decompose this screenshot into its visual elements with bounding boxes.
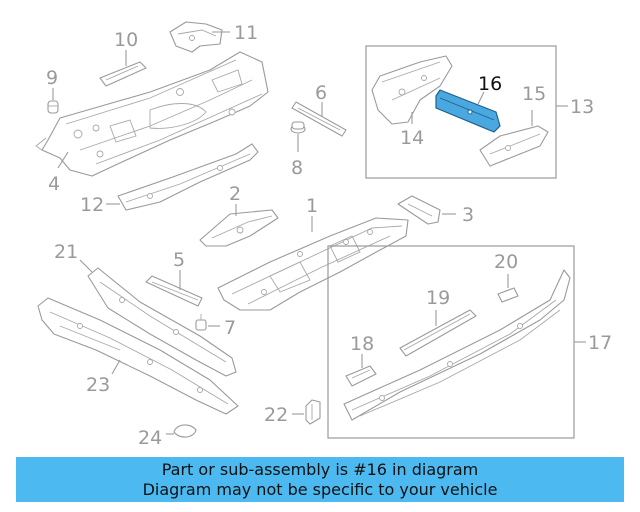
part-17-side-sill [343, 269, 571, 421]
label-5: 5 [173, 249, 185, 271]
part-21-rail [87, 267, 237, 377]
banner-line-2: Diagram may not be specific to your vehi… [142, 480, 498, 499]
leader-23 [111, 359, 121, 375]
part-8-grommet [290, 121, 306, 134]
part-15-bracket [479, 125, 549, 167]
label-20: 20 [494, 251, 518, 273]
part-7-bolt [195, 314, 207, 331]
label-13: 13 [570, 96, 594, 118]
label-2: 2 [229, 183, 241, 205]
part-18-bracket [345, 365, 377, 387]
part-10-bracket [99, 61, 147, 87]
banner-line-1: Part or sub-assembly is #16 in diagram [161, 460, 479, 479]
leader-4 [57, 151, 69, 169]
label-9: 9 [46, 67, 58, 89]
part-19-reinforcement [399, 309, 477, 357]
label-16: 16 [478, 73, 502, 95]
info-banner: Part or sub-assembly is #16 in diagram D… [16, 457, 624, 502]
part-14-rail [371, 55, 453, 125]
part-5-bracket [145, 275, 203, 307]
label-3: 3 [462, 204, 474, 226]
part-1-floor-pan [217, 217, 409, 311]
part-22-bracket [305, 399, 321, 425]
part-24-cap [173, 424, 197, 438]
label-6: 6 [315, 82, 327, 104]
parts-diagram: 4 10 11 9 6 8 12 13 [35, 21, 612, 449]
label-4: 4 [48, 173, 60, 195]
part-3-bracket [397, 195, 441, 225]
part-9-plug [47, 100, 59, 114]
label-7: 7 [224, 317, 236, 339]
label-19: 19 [426, 287, 450, 309]
label-1: 1 [306, 195, 318, 217]
label-18: 18 [350, 333, 374, 355]
label-15: 15 [522, 83, 546, 105]
label-23: 23 [86, 374, 110, 396]
leader-21 [79, 259, 93, 273]
label-11: 11 [234, 22, 258, 44]
part-13-box [365, 45, 557, 179]
label-8: 8 [291, 157, 303, 179]
part-4-rear-floor-pan [35, 51, 269, 177]
part-2-panel [199, 209, 279, 247]
label-22: 22 [264, 404, 288, 426]
label-14: 14 [400, 127, 424, 149]
part-11-bracket [169, 21, 223, 53]
label-10: 10 [114, 29, 138, 51]
part-23-sill [37, 297, 239, 415]
label-24: 24 [138, 427, 162, 449]
part-16-highlighted [435, 89, 501, 133]
label-12: 12 [80, 194, 104, 216]
leader-16 [477, 91, 485, 105]
part-6-bar [291, 101, 347, 137]
label-17: 17 [588, 332, 612, 354]
part-20-pad [497, 287, 519, 303]
label-21: 21 [54, 241, 78, 263]
part-12-crossmember [117, 143, 259, 211]
